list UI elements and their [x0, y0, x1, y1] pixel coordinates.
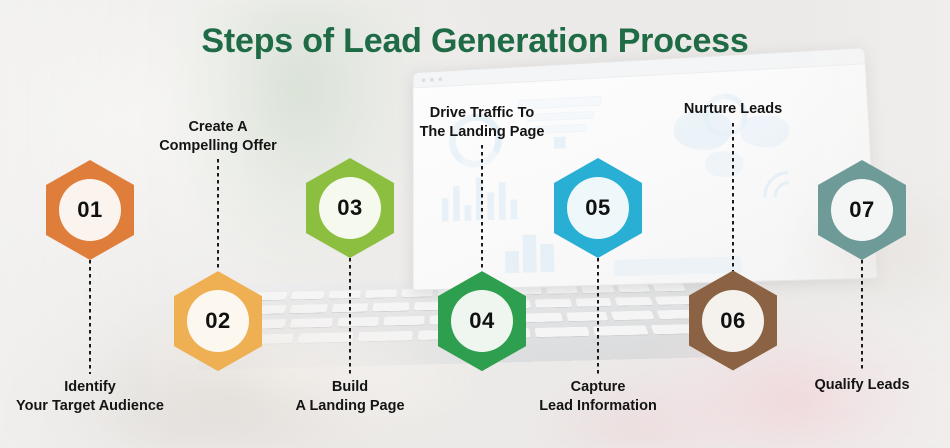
step-number-badge-06: 06 — [702, 289, 764, 352]
step-connector-06 — [732, 122, 734, 271]
step-connector-04 — [481, 145, 483, 272]
step-label-07: Qualify Leads — [814, 377, 910, 393]
step-label-06: Nurture Leads — [683, 101, 783, 117]
step-label-03: Build A Landing Page — [295, 379, 405, 414]
step-number-05: 05 — [585, 195, 611, 220]
step-number-02: 02 — [205, 308, 231, 334]
step-label-02: Create A Compelling Offer — [159, 119, 277, 154]
step-number-badge-02: 02 — [187, 290, 249, 353]
step-number-03: 03 — [337, 195, 363, 220]
step-hexagon-02[interactable]: 02 — [174, 271, 262, 372]
step-item-07[interactable]: 07 Qualify Leads — [762, 160, 950, 395]
step-number-badge-07: 07 — [831, 179, 893, 241]
step-number-badge-03: 03 — [319, 177, 381, 239]
step-hexagon-03[interactable]: 03 — [306, 158, 394, 258]
step-number-04: 04 — [469, 308, 495, 334]
step-number-badge-05: 05 — [567, 177, 629, 239]
page-title: Steps of Lead Generation Process — [201, 22, 749, 60]
step-connector-07 — [861, 260, 863, 372]
step-connector-02 — [217, 159, 219, 272]
step-hexagon-07[interactable]: 07 — [818, 160, 906, 260]
step-label-05: Capture Lead Information — [539, 379, 657, 414]
step-number-badge-01: 01 — [59, 179, 121, 241]
step-connector-05 — [597, 258, 599, 374]
step-connector-01 — [89, 260, 91, 374]
step-number-06: 06 — [720, 307, 746, 333]
step-number-01: 01 — [77, 197, 103, 222]
step-label-01: Identify Your Target Audience — [16, 379, 164, 414]
step-label-04: Drive Traffic To The Landing Page — [419, 105, 545, 140]
step-connector-03 — [349, 258, 351, 374]
step-number-07: 07 — [849, 197, 875, 222]
step-hexagon-05[interactable]: 05 — [554, 158, 642, 258]
